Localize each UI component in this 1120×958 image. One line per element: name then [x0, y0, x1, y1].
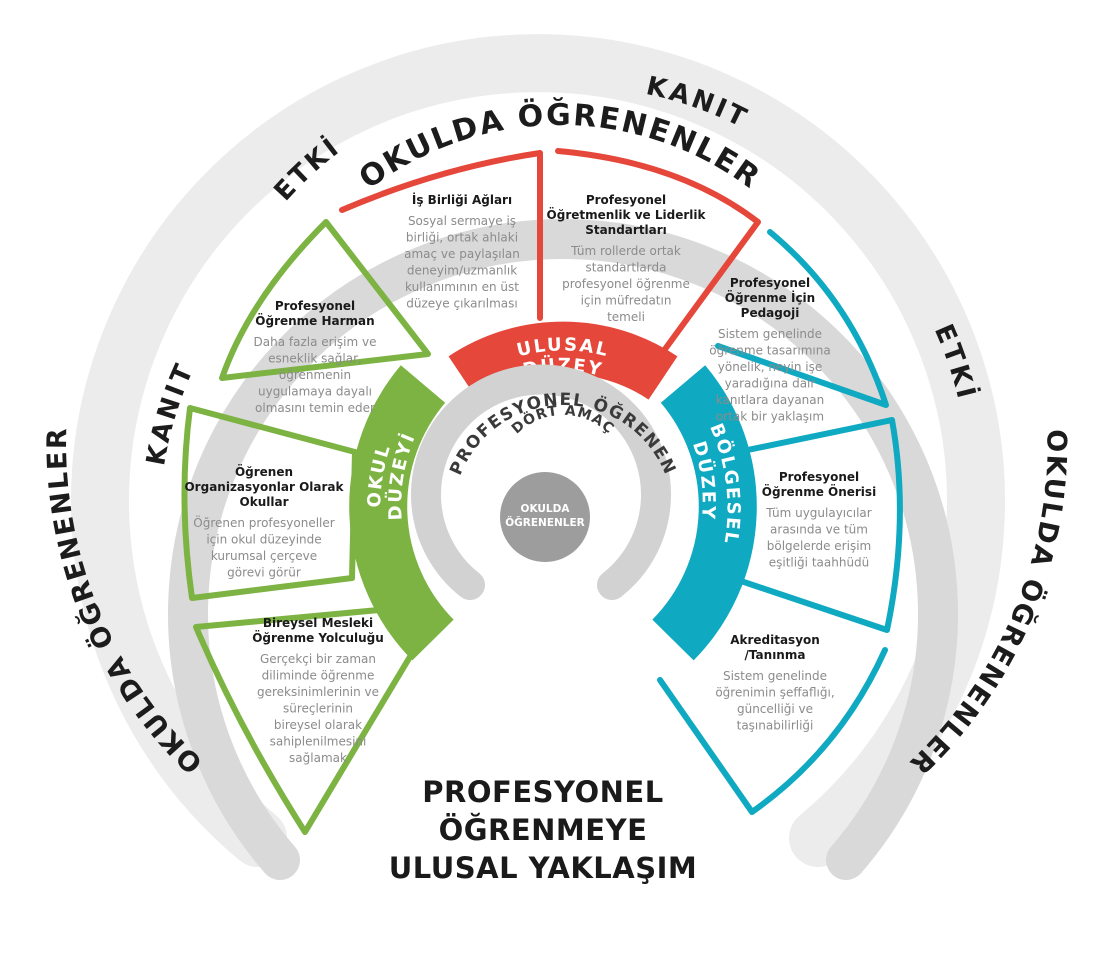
segment-title-line: Profesyonel: [730, 276, 810, 290]
segment-body-line: Sosyal sermaye iş: [408, 214, 516, 228]
segment-title-line: Pedagoji: [741, 306, 800, 320]
segment-body-line: sağlamak: [289, 751, 347, 765]
main-title: PROFESYONEL ÖĞRENMEYE ULUSAL YAKLAŞIM: [389, 775, 698, 885]
segment-body-line: amaç ve paylaşılan: [404, 247, 520, 261]
segment-body-line: arasında ve tüm: [770, 523, 868, 537]
segment-body-line: için okul düzeyinde: [206, 533, 321, 547]
middle-ring: [168, 219, 958, 880]
segment-title-line: Profesyonel: [586, 193, 666, 207]
segment-body-line: taşınabilirliği: [737, 719, 814, 733]
segment-body-line: gereksinimlerinin ve: [257, 685, 379, 699]
center-circle: [500, 472, 590, 562]
center-label-1: OKULDA: [521, 503, 571, 515]
outline-standartlar: [555, 148, 761, 359]
segment-body-line: kanıtlara dayanan: [716, 393, 825, 407]
segment-title-line: İş Birliği Ağları: [412, 192, 512, 207]
segment-body-line: profesyonel öğrenme: [562, 277, 690, 291]
segment-title-line: Öğretmenlik ve Liderlik: [547, 207, 707, 222]
segment-title-line: Bireysel Mesleki: [263, 616, 373, 630]
main-title-line-2: ÖĞRENMEYE: [439, 813, 648, 847]
segment-body-line: öğrenimin şeffaflığı,: [715, 686, 834, 700]
segment-body-line: uygulamaya dayalı: [258, 385, 372, 399]
segment-body-line: diliminde öğrenme: [262, 669, 375, 683]
segment-body-line: temeli: [607, 310, 645, 324]
segment-body-line: eşitliği taahhüdü: [769, 556, 870, 570]
level-arcs: [349, 321, 757, 661]
segment-body-line: yaradığına dair: [725, 377, 816, 391]
segment-body-line: süreçlerinin: [283, 702, 353, 716]
segment-body-line: esneklik sağlar,: [268, 352, 362, 366]
segment-outlines: [181, 148, 903, 835]
segment-body-line: Daha fazla erişim ve: [254, 335, 377, 349]
segment-body-line: güncelliği ve: [737, 702, 813, 716]
inner-core: PROFESYONEL ÖĞRENEN DÖRT AMAÇ OKULDA ÖĞR…: [411, 364, 678, 600]
center-label-2: ÖĞRENENLER: [505, 515, 585, 529]
segment-body-line: kurumsal çerçeve: [211, 549, 317, 563]
segment-title-line: Öğrenen: [235, 464, 293, 479]
segment-title-line: Profesyonel: [275, 299, 355, 313]
outer-ring: [71, 34, 1005, 867]
segment-title-line: Öğrenme Önerisi: [762, 484, 876, 499]
main-title-line-1: PROFESYONEL: [422, 775, 663, 809]
segment-body-line: öğrenmenin: [279, 368, 351, 382]
segment-body-line: Öğrenen profesyoneller: [193, 514, 334, 530]
segment-title-line: Öğrenme İçin: [725, 290, 815, 305]
segment-body-line: kullanımının en üst: [405, 280, 519, 294]
segment-body-line: bölgelerde erişim: [767, 539, 871, 553]
segment-body-line: deneyim/uzmanlık: [407, 264, 517, 278]
segment-title-line: Organizasyonlar Olarak: [184, 480, 344, 494]
outline-akreditasyon: [657, 647, 888, 815]
segment-body-line: görevi görür: [227, 566, 301, 580]
segment-title-line: Akreditasyon: [730, 633, 820, 647]
segment-title-line: Öğrenme Harman: [255, 313, 374, 328]
segment-title-line: /Tanınma: [745, 648, 806, 662]
rings: [71, 34, 1005, 880]
segment-body-line: yönelik, neyin işe: [718, 360, 823, 374]
inner-ring: [411, 364, 671, 600]
segment-body-line: için müfredatın: [581, 294, 672, 308]
okul-level-arc: [349, 365, 455, 661]
segment-title-line: Standartları: [585, 223, 667, 237]
segment-body-line: standartlarda: [586, 261, 667, 275]
segment-body-line: düzeye çıkarılması: [406, 297, 517, 311]
segment-body-line: öğrenme tasarımına: [709, 344, 830, 358]
segment-title-line: Öğrenme Yolculuğu: [252, 630, 384, 645]
segment-body-line: bireysel olarak: [274, 718, 362, 732]
segment-body-line: Sistem genelinde: [723, 669, 827, 683]
segment-body-line: birliği, ortak ahlaki: [406, 231, 518, 245]
segment-body-line: olmasını temin eder: [255, 401, 375, 415]
segment-body-line: Gerçekçi bir zaman: [260, 652, 376, 666]
outline-harman: [219, 219, 431, 381]
outline-is-birligi: [339, 150, 543, 321]
segment-body-line: sahiplenilmesini: [270, 735, 367, 749]
segment-body-line: Sistem genelinde: [718, 327, 822, 341]
main-title-line-3: ULUSAL YAKLAŞIM: [389, 851, 698, 885]
segment-title-line: Profesyonel: [779, 470, 859, 484]
segment-body-line: ortak bir yaklaşım: [716, 410, 824, 424]
outline-organizasyon: [181, 405, 358, 601]
segment-body-line: Tüm uygulayıcılar: [765, 506, 871, 520]
ulusal-level-arc: [448, 321, 678, 400]
outline-oneri: [729, 417, 903, 633]
outline-yolculuk: [193, 605, 423, 835]
bolgesel-level-arc: [651, 365, 757, 661]
segment-body-line: Tüm rollerde ortak: [570, 244, 681, 258]
outline-pedagoji: [715, 229, 889, 408]
segment-title-line: Okullar: [240, 495, 289, 509]
